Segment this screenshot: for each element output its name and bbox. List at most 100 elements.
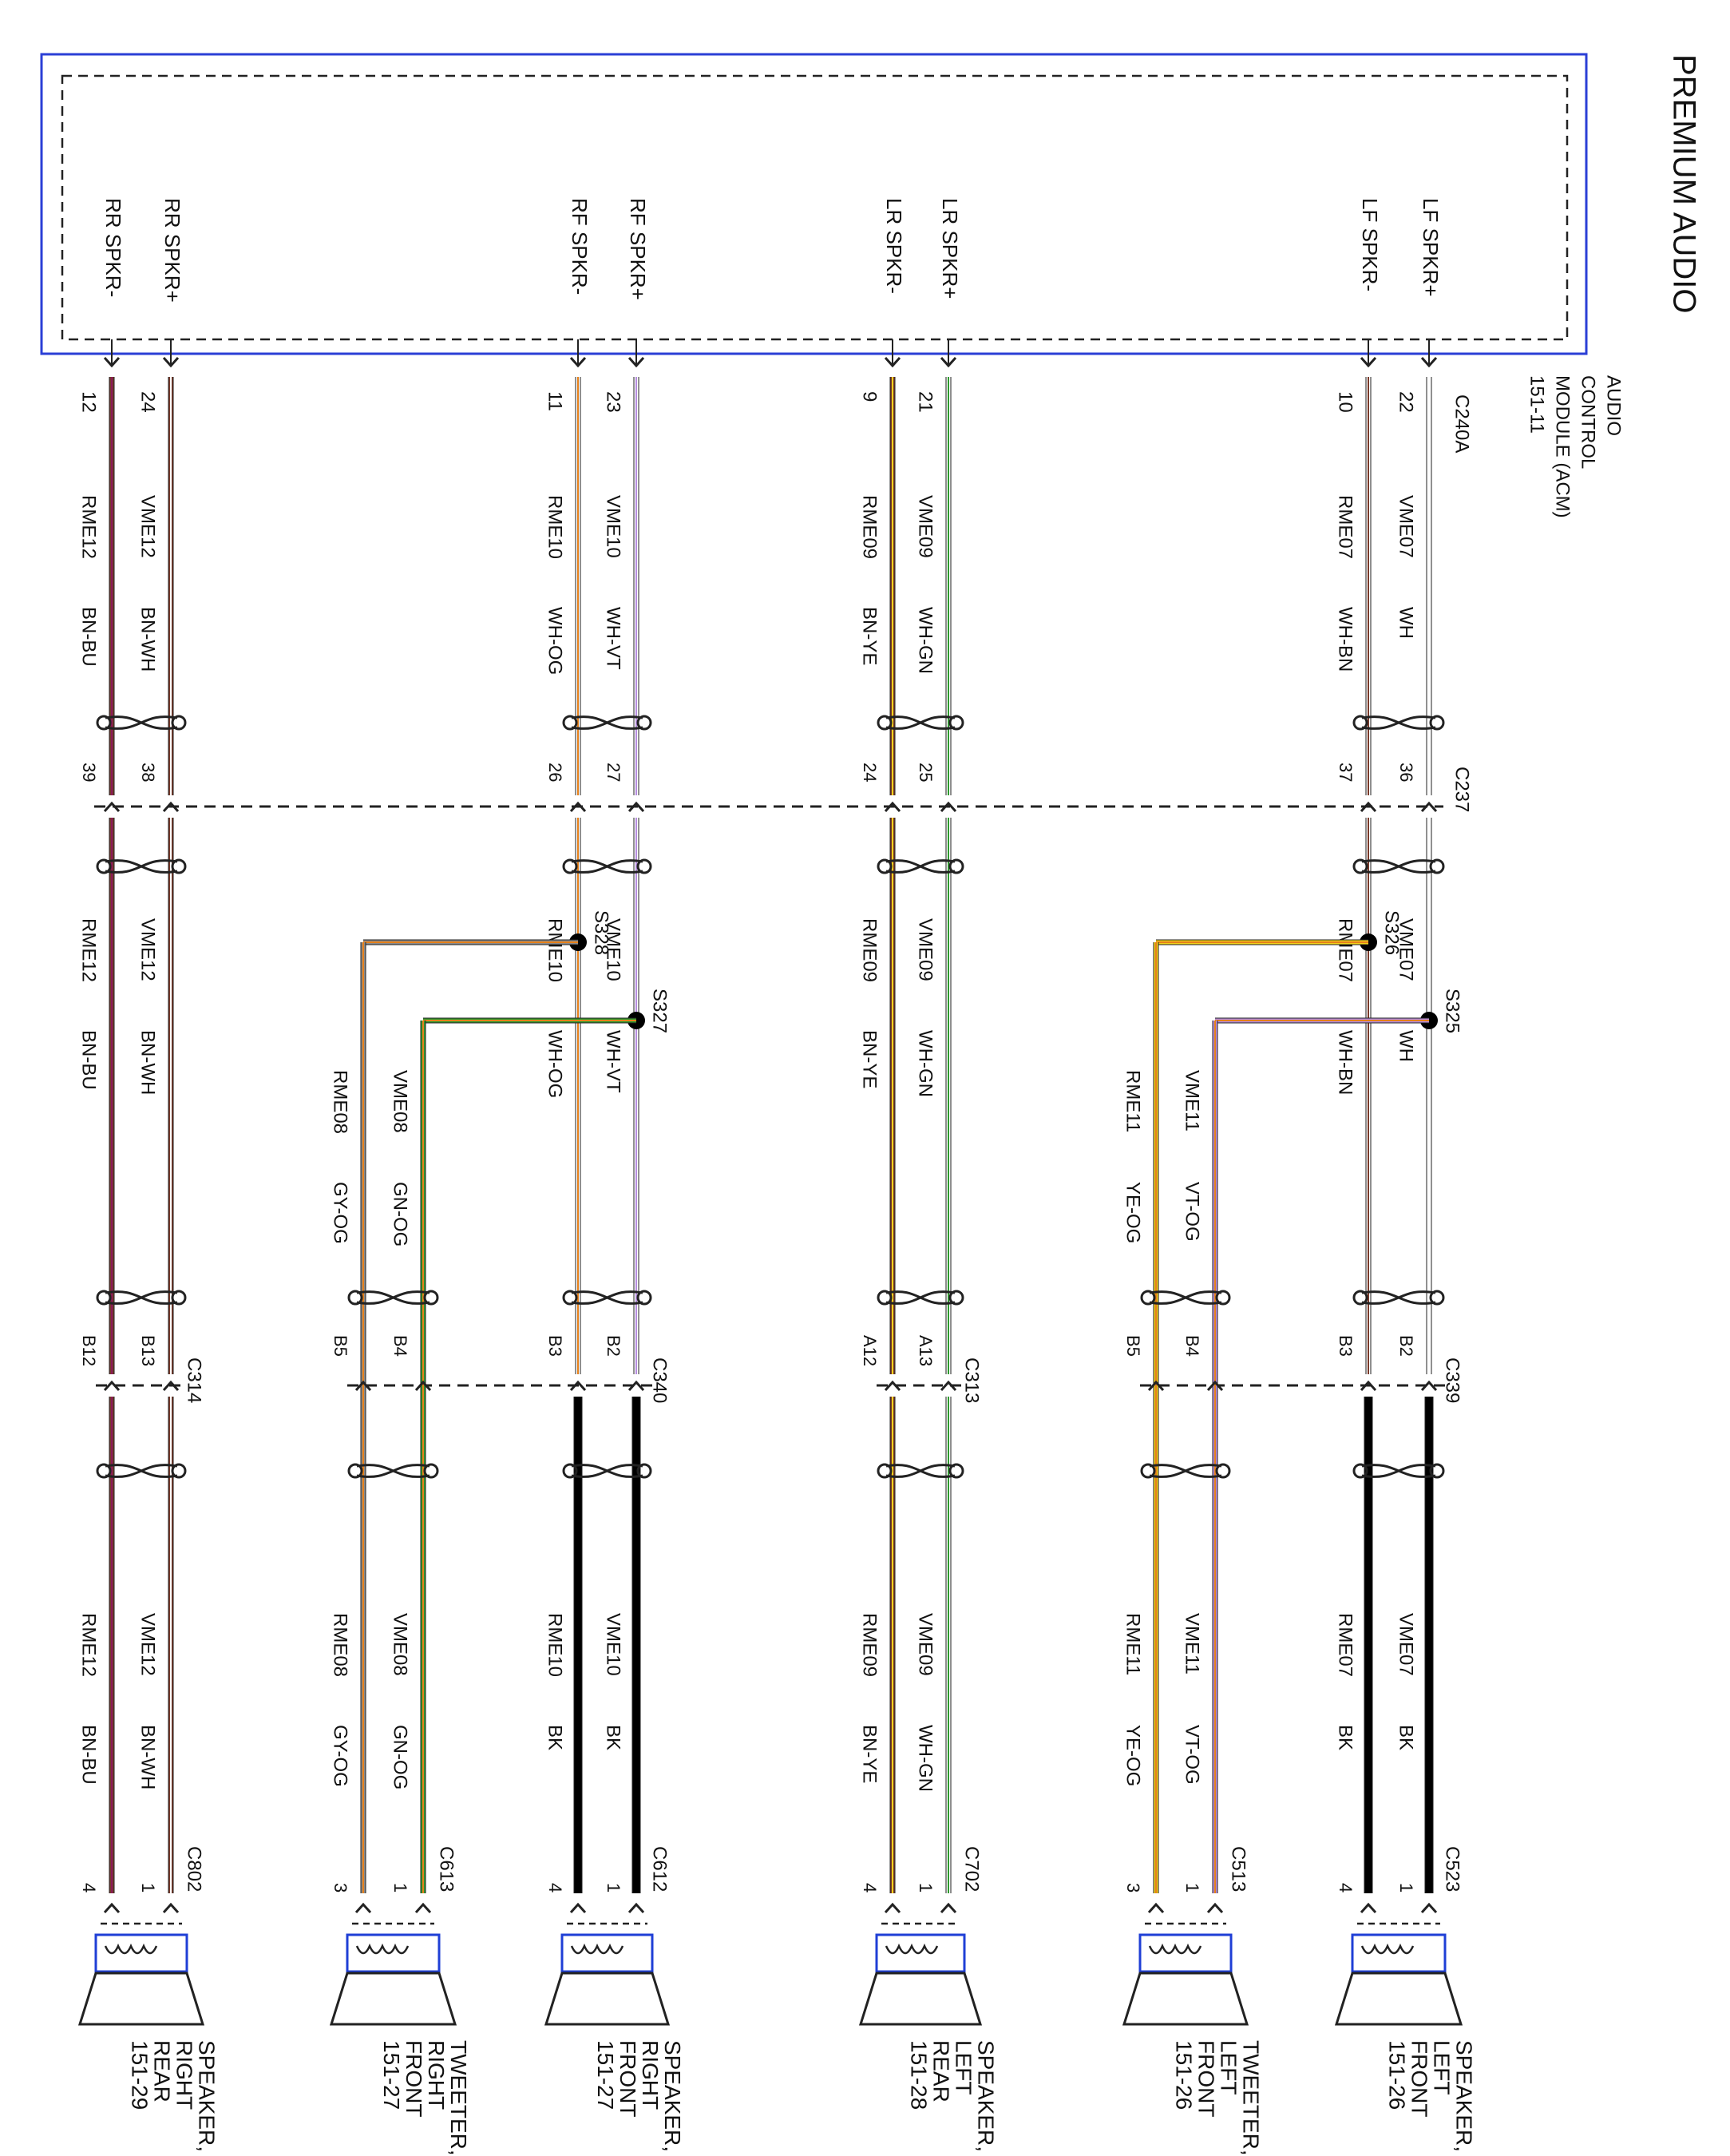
- color-rf-pos-seg1: WH-VT: [603, 607, 624, 670]
- c237-pin-rr-neg: 39: [79, 763, 99, 782]
- conn-arrow-rr-pos: [162, 1380, 180, 1392]
- twist-lf-seg3: [1352, 1290, 1445, 1306]
- color-lr-neg-seg1: BN-YE: [859, 607, 881, 665]
- circuit-lf-tw-neg: RME11: [1122, 1070, 1144, 1132]
- conn-arrow-lf-tw-neg: [1147, 1380, 1165, 1392]
- tweeter-rf-arrow-pos: [414, 1902, 432, 1914]
- tweeter-lf-label-line: 151-26: [1172, 2040, 1197, 2110]
- pin-name-lr-pos: LR SPKR+: [938, 198, 962, 299]
- color-rf-tw-pos-seg3: GN-OG: [390, 1725, 411, 1789]
- circuit-rf-tw-pos-seg3: VME08: [390, 1613, 411, 1676]
- connector-label-lf: C339: [1442, 1357, 1463, 1403]
- color-lr-pos-seg3: WH-GN: [915, 1725, 936, 1792]
- conn-pin-lr-neg: A12: [860, 1335, 880, 1366]
- speaker-lr-label-line: REAR: [929, 2040, 954, 2102]
- speaker-lf-pin-pos: 1: [1396, 1883, 1416, 1892]
- c237-pin-lf-pos: 36: [1396, 763, 1416, 782]
- twist-rf-seg1: [562, 715, 652, 731]
- color-rr-pos-seg2: BN-WH: [137, 1030, 159, 1095]
- splice-label-rf-neg: S328: [591, 910, 612, 955]
- circuit-lf-tw-neg-seg3: RME11: [1122, 1613, 1144, 1675]
- color-rf-neg-seg3: BK: [544, 1725, 566, 1750]
- color-rf-pos-seg3: BK: [603, 1725, 624, 1750]
- twist-lf-tw1: [1140, 1290, 1231, 1306]
- c237-arrow-rr-neg: [103, 801, 121, 813]
- speaker-rf-label-line: SPEAKER,: [660, 2040, 685, 2152]
- module-label-line: MODULE (ACM): [1552, 375, 1574, 518]
- color-lf-tw-pos: VT-OG: [1182, 1182, 1203, 1242]
- twist-rf-tw1: [347, 1290, 439, 1306]
- tweeter-rf-connector: C613: [436, 1846, 457, 1892]
- pin-arrow-rf-pos: [627, 356, 645, 368]
- circuit-rr-pos-seg2: VME12: [137, 918, 159, 981]
- tweeter-rf-label-line: TWEETER,: [446, 2040, 471, 2156]
- conn-arrow-lf-neg: [1360, 1380, 1377, 1392]
- speaker-rf-cone-icon: [544, 1972, 671, 2026]
- color-rr-neg-seg2: BN-BU: [78, 1030, 100, 1090]
- color-rr-pos-seg1: BN-WH: [137, 607, 159, 672]
- tweeter-rf-pin-pos: 1: [390, 1883, 410, 1892]
- conn-arrow-rf-neg: [569, 1380, 587, 1392]
- tweeter-rf-pin-neg: 3: [331, 1883, 350, 1892]
- conn-pin-rf-neg: B3: [545, 1335, 565, 1357]
- tweeter-rf-label-line: RIGHT: [424, 2040, 449, 2110]
- c237-pin-rf-neg: 26: [545, 763, 565, 782]
- circuit-rr-neg-seg3: RME12: [78, 1613, 100, 1677]
- c237-arrow-lr-neg: [884, 801, 901, 813]
- c237-arrow-lf-neg: [1360, 801, 1377, 813]
- color-rf-tw-neg: GY-OG: [330, 1182, 351, 1244]
- circuit-lr-pos-seg3: VME09: [915, 1613, 936, 1676]
- circuit-lr-neg-seg2: RME09: [859, 918, 881, 982]
- pin-arrow-rf-neg: [569, 356, 587, 368]
- tweeter-rf-label-line: 151-27: [379, 2040, 404, 2110]
- pin-number-rf-pos: 23: [603, 391, 624, 413]
- color-lf-neg-seg2: WH-BN: [1335, 1030, 1356, 1095]
- speaker-lf-coil-icon: [1360, 1943, 1415, 1955]
- speaker-lf-label-line: LEFT: [1430, 2040, 1455, 2095]
- circuit-lf-tw-pos-seg3: VME11: [1182, 1613, 1203, 1674]
- color-rr-neg-seg3: BN-BU: [78, 1725, 100, 1785]
- pin-arrow-rr-pos: [162, 356, 180, 368]
- color-lf-neg-seg3: BK: [1335, 1725, 1356, 1750]
- speaker-lf-arrow-neg: [1360, 1902, 1377, 1914]
- twist-rf-seg4: [562, 1463, 652, 1479]
- twist-lr-seg2: [877, 858, 964, 874]
- speaker-rr-label-line: RIGHT: [172, 2040, 197, 2110]
- speaker-lr-connector: C702: [961, 1846, 983, 1892]
- c237-arrow-rr-pos: [162, 801, 180, 813]
- acm-module-inner: [61, 74, 1569, 341]
- speaker-lr-pin-pos: 1: [916, 1883, 936, 1892]
- acm-module-box: [40, 53, 1588, 355]
- speaker-rf-label-line: FRONT: [616, 2040, 640, 2117]
- pin-number-rf-neg: 11: [544, 391, 566, 411]
- c237-pin-rr-pos: 38: [138, 763, 158, 782]
- speaker-lr-pin-neg: 4: [860, 1883, 880, 1892]
- conn-arrow-lr-neg: [884, 1380, 901, 1392]
- circuit-lr-neg-seg1: RME09: [859, 495, 881, 559]
- speaker-lr-cone-icon: [858, 1972, 983, 2026]
- pin-number-lr-neg: 9: [859, 391, 881, 402]
- circuit-rf-pos-seg3: VME10: [603, 1613, 624, 1676]
- color-lf-neg-seg1: WH-BN: [1335, 607, 1356, 672]
- splice-label-lf-pos: S325: [1442, 989, 1463, 1033]
- conn-arrow-lr-pos: [940, 1380, 957, 1392]
- speaker-lr-label-line: LEFT: [952, 2040, 976, 2095]
- tweeter-lf-cone-icon: [1122, 1972, 1249, 2026]
- c237-pin-lr-pos: 25: [916, 763, 936, 782]
- speaker-rr-pin-neg: 4: [79, 1883, 99, 1892]
- circuit-lf-pos-seg2: VME07: [1395, 918, 1417, 981]
- conn-arrow-lf-tw-pos: [1206, 1380, 1224, 1392]
- tweeter-lf-pin-neg: 3: [1123, 1883, 1143, 1892]
- pin-number-rr-pos: 24: [137, 391, 159, 413]
- tweeter-rf-coil-icon: [355, 1943, 410, 1955]
- tweeter-lf-coil-icon: [1148, 1943, 1202, 1955]
- circuit-lf-pos-seg1: VME07: [1395, 495, 1417, 558]
- circuit-rf-tw-neg: RME08: [330, 1070, 351, 1134]
- c237-arrow-lf-pos: [1420, 801, 1438, 813]
- twist-rr-seg2: [96, 858, 187, 874]
- speaker-rr-label-line: REAR: [150, 2040, 175, 2102]
- speaker-lr-arrow-neg: [884, 1902, 901, 1914]
- connector-label-c237: C237: [1451, 767, 1473, 812]
- connector-label-c240a: C240A: [1451, 394, 1473, 453]
